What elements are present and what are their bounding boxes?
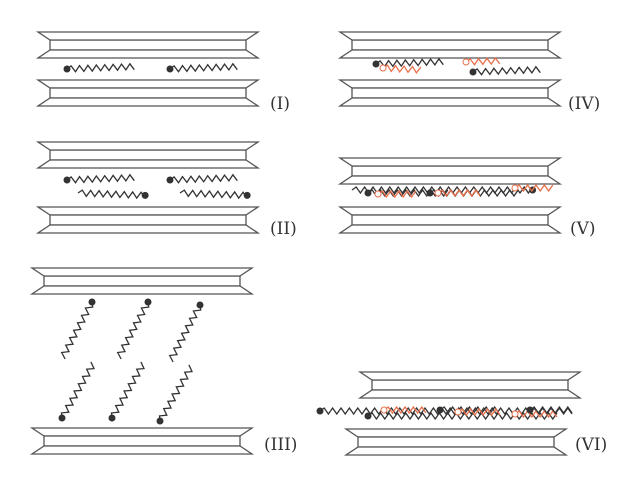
- molecule-iii-5: [108, 361, 145, 422]
- plate-top-iii: [29, 267, 255, 295]
- head-group: [454, 408, 462, 416]
- head-group: [372, 60, 380, 68]
- molecules-layer: [58, 56, 573, 425]
- panel-label-ii: (II): [270, 219, 297, 239]
- head-group: [364, 189, 372, 197]
- plate-top-vi: [357, 371, 583, 399]
- molecule-vi-2: [364, 411, 558, 421]
- molecule-i-1: [63, 62, 135, 73]
- molecule-iii-2: [116, 298, 152, 360]
- molecule-iii-4: [58, 361, 95, 422]
- panel-label-v: (V): [570, 219, 596, 239]
- panel-label-iv: (IV): [568, 94, 600, 114]
- molecule-iii-1: [60, 298, 96, 360]
- plates-layer: [29, 31, 583, 456]
- head-group: [469, 68, 477, 76]
- molecule-ii-3: [77, 189, 149, 200]
- head-group: [63, 65, 71, 73]
- molecule-vi-6: [511, 409, 558, 419]
- plate-top-v: [337, 157, 563, 185]
- head-group: [364, 412, 372, 420]
- molecule-vi-5: [454, 407, 501, 417]
- head-group: [462, 58, 470, 66]
- molecule-iv-2: [379, 64, 422, 74]
- molecule-ii-4: [179, 189, 251, 200]
- molecule-v-3: [374, 189, 417, 199]
- panel-label-vi: (VI): [575, 435, 607, 455]
- head-group: [380, 406, 388, 414]
- head-group: [58, 414, 66, 422]
- molecule-vi-3: [380, 405, 427, 415]
- plate-bottom-i: [35, 79, 261, 107]
- head-group: [436, 406, 444, 414]
- head-group: [379, 64, 387, 72]
- plate-bottom-v: [337, 206, 563, 234]
- head-group: [434, 189, 442, 197]
- head-group: [166, 65, 174, 73]
- head-group: [511, 410, 519, 418]
- plate-top-iv: [337, 31, 563, 59]
- head-group: [108, 414, 116, 422]
- molecule-iii-6: [156, 364, 193, 425]
- molecule-ii-2: [166, 173, 238, 184]
- head-group: [63, 176, 71, 184]
- head-group: [426, 189, 434, 197]
- head-group: [88, 298, 96, 306]
- molecule-v-6: [511, 183, 554, 193]
- head-group: [243, 191, 251, 199]
- molecule-iv-4: [469, 65, 541, 76]
- molecule-vi-7: [526, 405, 573, 415]
- head-group: [141, 191, 149, 199]
- head-group: [166, 176, 174, 184]
- plate-bottom-iv: [337, 79, 563, 107]
- head-group: [374, 190, 382, 198]
- molecule-ii-1: [63, 173, 135, 184]
- plate-top-i: [35, 31, 261, 59]
- panel-label-i: (I): [270, 94, 290, 114]
- plate-top-ii: [35, 141, 261, 169]
- head-group: [196, 301, 204, 309]
- head-group: [511, 184, 519, 192]
- head-group: [316, 407, 324, 415]
- head-group: [144, 298, 152, 306]
- molecule-iv-3: [462, 56, 501, 66]
- head-group: [526, 406, 534, 414]
- molecule-v-5: [434, 188, 481, 198]
- plate-bottom-vi: [343, 428, 569, 456]
- molecule-iii-3: [168, 301, 204, 363]
- molecule-i-2: [166, 62, 238, 73]
- head-group: [156, 417, 164, 425]
- panel-label-iii: (III): [264, 435, 297, 455]
- plate-bottom-iii: [29, 427, 255, 455]
- molecule-iv-1: [372, 57, 444, 68]
- plate-bottom-ii: [35, 206, 261, 234]
